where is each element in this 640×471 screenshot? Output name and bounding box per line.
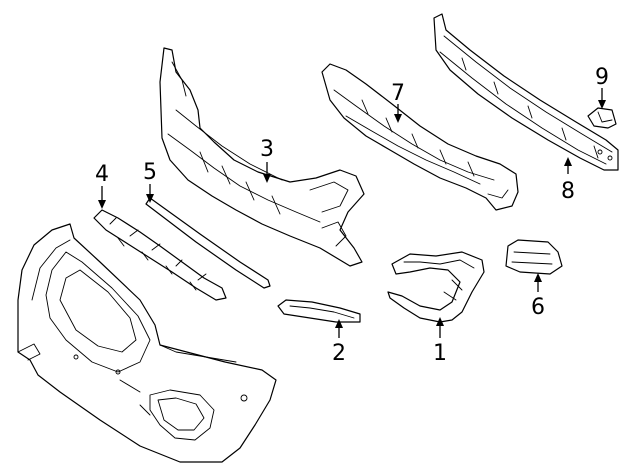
part-7-absorber xyxy=(321,63,519,211)
part-9-small-bracket xyxy=(587,107,617,129)
bumper-cover xyxy=(17,223,277,463)
part-2-lower-bracket xyxy=(277,299,361,323)
callout-2: 2 xyxy=(332,341,346,366)
leader-lines xyxy=(98,88,606,338)
part-3-grille-support xyxy=(159,47,365,267)
part-1-side-bracket xyxy=(387,251,485,323)
part-6-side-mount xyxy=(505,239,563,275)
callout-9: 9 xyxy=(595,65,609,90)
callout-4: 4 xyxy=(95,162,109,187)
callout-8: 8 xyxy=(561,179,575,204)
part-5-molding-strip xyxy=(145,197,271,289)
callout-7: 7 xyxy=(391,81,405,106)
part-4-bracket-strip xyxy=(93,209,227,301)
callout-1: 1 xyxy=(433,341,447,366)
callout-labels: 1 2 3 4 5 6 7 8 9 xyxy=(95,65,609,366)
callout-5: 5 xyxy=(143,160,157,185)
part-8-reinforcement-bar xyxy=(433,13,619,171)
callout-3: 3 xyxy=(260,137,274,162)
callout-6: 6 xyxy=(531,295,545,320)
